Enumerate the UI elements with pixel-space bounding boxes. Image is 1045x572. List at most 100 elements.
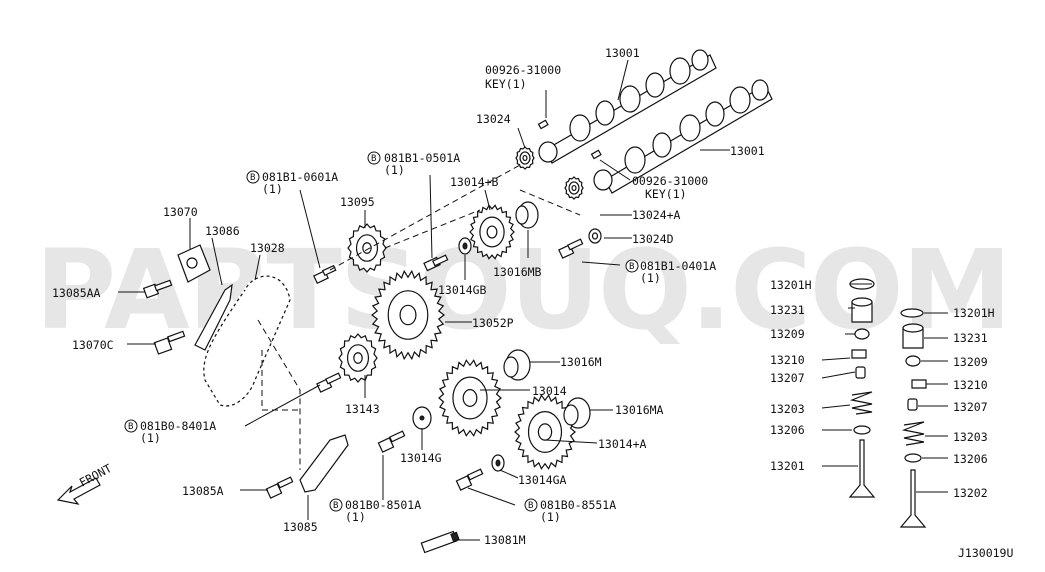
label-sprocket-13143: 13143 <box>345 402 380 416</box>
label-gear-13014b: 13014+B <box>450 175 499 189</box>
hub-13016ma[interactable] <box>563 397 591 429</box>
label-tensioner-13070: 13070 <box>163 205 198 219</box>
label-camshaft-right: 13001 <box>730 144 765 158</box>
label-bolt-0601a: 081B1-0601A <box>262 170 338 184</box>
label-key-top-qty: KEY(1) <box>485 77 527 91</box>
label-bolt-8551a: 081B0-8551A <box>540 498 616 512</box>
bolt-13085a[interactable] <box>265 476 294 499</box>
label-key-right: 00926-31000 <box>632 174 708 188</box>
gear-13095[interactable] <box>347 223 387 273</box>
label-bolt-13070c: 13070C <box>72 338 114 352</box>
front-arrow: FRONT <box>56 461 114 505</box>
valve-labels-left-item: 13209 <box>770 327 805 341</box>
valve-labels-left-item: 13203 <box>770 402 805 416</box>
valve-labels-left: 13201H 13231 13209 13210 13207 13203 13206 1320… <box>770 278 812 473</box>
hub-13016mb[interactable] <box>515 201 539 229</box>
leader-lines <box>118 59 948 541</box>
label-hub-13016m: 13016M <box>560 355 602 369</box>
gear-13024a[interactable] <box>564 176 584 200</box>
label-bolt-8501a-qty: (1) <box>345 510 366 524</box>
label-sensor-13081m: 13081M <box>484 533 526 547</box>
gear-13014a[interactable] <box>514 394 576 470</box>
bolt-0401a[interactable] <box>558 238 584 259</box>
bolt-13070c[interactable] <box>153 330 186 355</box>
gear-13143[interactable] <box>338 333 378 383</box>
diagram-code: J130019U <box>958 546 1013 560</box>
bolt-8501a[interactable] <box>377 430 406 453</box>
label-bolt-8551a-qty: (1) <box>540 510 561 524</box>
bolt-0601a[interactable] <box>313 264 337 284</box>
label-key-right-qty: KEY(1) <box>645 187 687 201</box>
bolt-13085aa[interactable] <box>142 279 173 299</box>
gear-13024[interactable] <box>515 146 535 170</box>
key-upper[interactable] <box>537 119 549 130</box>
gear-13052p[interactable] <box>371 269 445 361</box>
label-bolt-0401a: 081B1-0401A <box>640 259 716 273</box>
valve-labels-left-item: 13210 <box>770 353 805 367</box>
label-washer-13014g: 13014G <box>400 451 442 465</box>
gear-13014b[interactable] <box>469 204 515 260</box>
valve-assembly-left[interactable] <box>848 278 876 498</box>
valve-assembly-right[interactable] <box>899 308 927 528</box>
label-hub-13016ma: 13016MA <box>615 403 664 417</box>
gear-13014[interactable] <box>438 359 502 437</box>
timing-chain-13028[interactable] <box>202 274 292 408</box>
label-washer-13014gb: 13014GB <box>438 283 487 297</box>
label-bolt-8401a: 081B0-8401A <box>140 419 216 433</box>
hub-13016m[interactable] <box>503 349 531 381</box>
label-bolt-0601a-qty: (1) <box>262 182 283 196</box>
label-washer-13014ga: 13014GA <box>518 473 567 487</box>
bolt-8401a[interactable] <box>316 372 342 393</box>
label-sprocket-13095: 13095 <box>340 195 375 209</box>
washer-13014gb[interactable] <box>458 237 472 255</box>
washer-13024d[interactable] <box>588 228 602 244</box>
svg-text:B: B <box>629 262 634 272</box>
valve-labels-right-item: 13201H <box>953 306 995 320</box>
valve-labels-right-item: 13209 <box>953 355 988 369</box>
valve-labels-right-item: 13206 <box>953 452 988 466</box>
label-bolt-8401a-qty: (1) <box>140 431 161 445</box>
label-sprocket-13024a: 13024+A <box>632 208 681 222</box>
valve-labels-right-item: 13207 <box>953 400 988 414</box>
camshaft-upper[interactable] <box>538 49 717 164</box>
valve-labels-right-item: 13231 <box>953 331 988 345</box>
valve-labels-right-item: 13202 <box>953 486 988 500</box>
washer-13014g[interactable] <box>412 406 432 430</box>
svg-text:B: B <box>528 501 533 511</box>
guide-13085[interactable] <box>299 434 349 493</box>
tensioner-13070[interactable] <box>177 244 211 283</box>
valve-labels-left-item: 13206 <box>770 423 805 437</box>
label-bolt-13085a: 13085A <box>182 484 224 498</box>
label-gear-13052p: 13052P <box>472 316 514 330</box>
valve-labels-left-item: 13201 <box>770 459 805 473</box>
label-hub-13016mb: 13016MB <box>493 265 542 279</box>
valve-labels-left-item: 13201H <box>770 278 812 292</box>
label-bolt-0501a: 081B1-0501A <box>384 151 460 165</box>
label-bolt-8501a: 081B0-8501A <box>345 498 421 512</box>
svg-text:B: B <box>250 173 255 183</box>
guide-13086[interactable] <box>194 283 233 351</box>
svg-text:B: B <box>128 422 133 432</box>
svg-text:B: B <box>371 154 376 164</box>
svg-text:B: B <box>333 501 338 511</box>
label-bolt-13085aa: 13085AA <box>52 286 101 300</box>
sensor-13081m[interactable] <box>420 530 460 554</box>
bolt-8551a[interactable] <box>455 468 484 491</box>
label-key-top: 00926-31000 <box>485 63 561 77</box>
washer-13014ga[interactable] <box>491 454 505 472</box>
valve-labels-right-item: 13210 <box>953 378 988 392</box>
label-guide-13085: 13085 <box>283 520 318 534</box>
bolt-0501a[interactable] <box>423 254 449 272</box>
valve-labels-left-item: 13207 <box>770 371 805 385</box>
key-lower[interactable] <box>590 149 602 160</box>
label-gear-13014a: 13014+A <box>598 437 647 451</box>
label-camshaft-top: 13001 <box>605 46 640 60</box>
camshaft-lower[interactable] <box>593 79 773 194</box>
part-labels: 00926-31000 KEY(1) 13001 13001 00926-310… <box>52 46 1013 560</box>
valve-labels-left-item: 13231 <box>770 303 805 317</box>
valve-labels-right: 13201H1323113209132101320713203132061320… <box>953 306 995 500</box>
label-chain-13028: 13028 <box>250 241 285 255</box>
label-guide-13086: 13086 <box>205 224 240 238</box>
label-washer-13024d: 13024D <box>632 232 674 246</box>
